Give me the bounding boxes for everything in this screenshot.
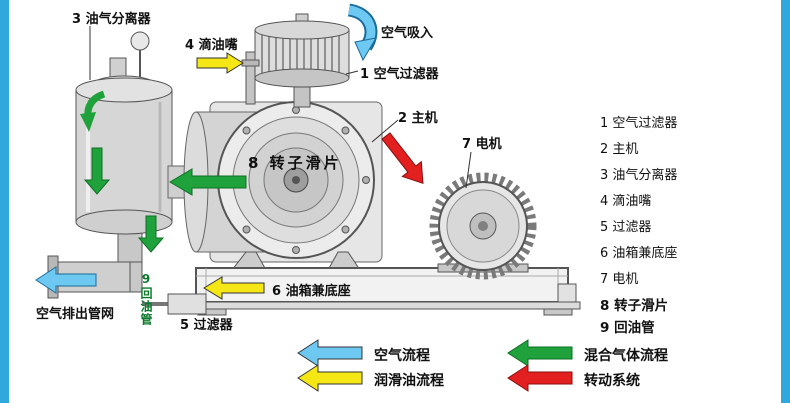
oil-base-arrow [203, 276, 265, 300]
parts-list-item: 9 回油管 [600, 320, 655, 336]
parts-list-item: 1 空气过滤器 [600, 116, 678, 131]
main-unit [183, 101, 383, 271]
label-air-intake: 空气吸入 [381, 26, 434, 41]
label-air-filter: 1 空气过滤器 [360, 67, 439, 82]
label-main-unit: 2 主机 [398, 111, 438, 126]
legend-mixed-arrow [507, 339, 573, 367]
air-intake-arrow [347, 3, 378, 62]
label-separator: 3 油气分离器 [72, 12, 151, 27]
mixed-gas-left-arrow [169, 168, 247, 196]
parts-list-item: 2 主机 [600, 142, 639, 157]
label-dripper: 4 滴油嘴 [185, 38, 238, 53]
motor [429, 172, 537, 280]
legend-label-air: 空气流程 [374, 348, 430, 364]
legend-rotation-arrow [507, 364, 573, 392]
filter-pleats [261, 33, 340, 75]
legend-label-mixed: 混合气体流程 [584, 348, 668, 364]
left-border-bar [0, 0, 9, 403]
label-air-discharge: 空气排出管网 [36, 307, 115, 322]
label-rotor-vane: 8 转子滑片 [248, 154, 342, 172]
parts-list-item: 4 滴油嘴 [600, 194, 652, 209]
legend-arrows [297, 339, 573, 392]
leader-lines [89, 26, 472, 189]
air-discharge-arrow [35, 266, 97, 294]
valve-icon [130, 31, 150, 51]
label-filter: 5 过滤器 [180, 318, 233, 333]
parts-list-item: 7 电机 [600, 272, 639, 287]
rotation-arrow [381, 132, 424, 184]
legend-label-rotation: 转动系统 [584, 373, 640, 389]
air-filter [254, 13, 350, 108]
legend-air-arrow [297, 339, 363, 367]
parts-list-item: 5 过滤器 [600, 220, 652, 235]
parts-list-item: 6 油箱兼底座 [600, 246, 678, 261]
mixed-gas-down-arrow-2 [137, 215, 165, 253]
mixed-gas-down-arrow-1 [83, 147, 111, 195]
mixed-gas-curve-arrow [80, 90, 106, 132]
label-oil-tank-base: 6 油箱兼底座 [272, 284, 351, 299]
parts-list: 1 空气过滤器 2 主机 3 油气分离器 4 滴油嘴 5 过滤器 6 油箱兼底座… [600, 112, 677, 338]
oil-dripper-arrow [196, 52, 244, 74]
parts-list-item: 8 转子滑片 [600, 298, 669, 314]
filter-box [142, 293, 207, 315]
legend-label-oil: 润滑油流程 [374, 373, 444, 389]
label-oil-return-pipe: 9回油管 [139, 272, 153, 326]
legend-oil-arrow [297, 364, 363, 392]
label-motor: 7 电机 [462, 137, 502, 152]
right-border-bar [781, 0, 790, 403]
parts-list-item: 3 油气分离器 [600, 168, 678, 183]
